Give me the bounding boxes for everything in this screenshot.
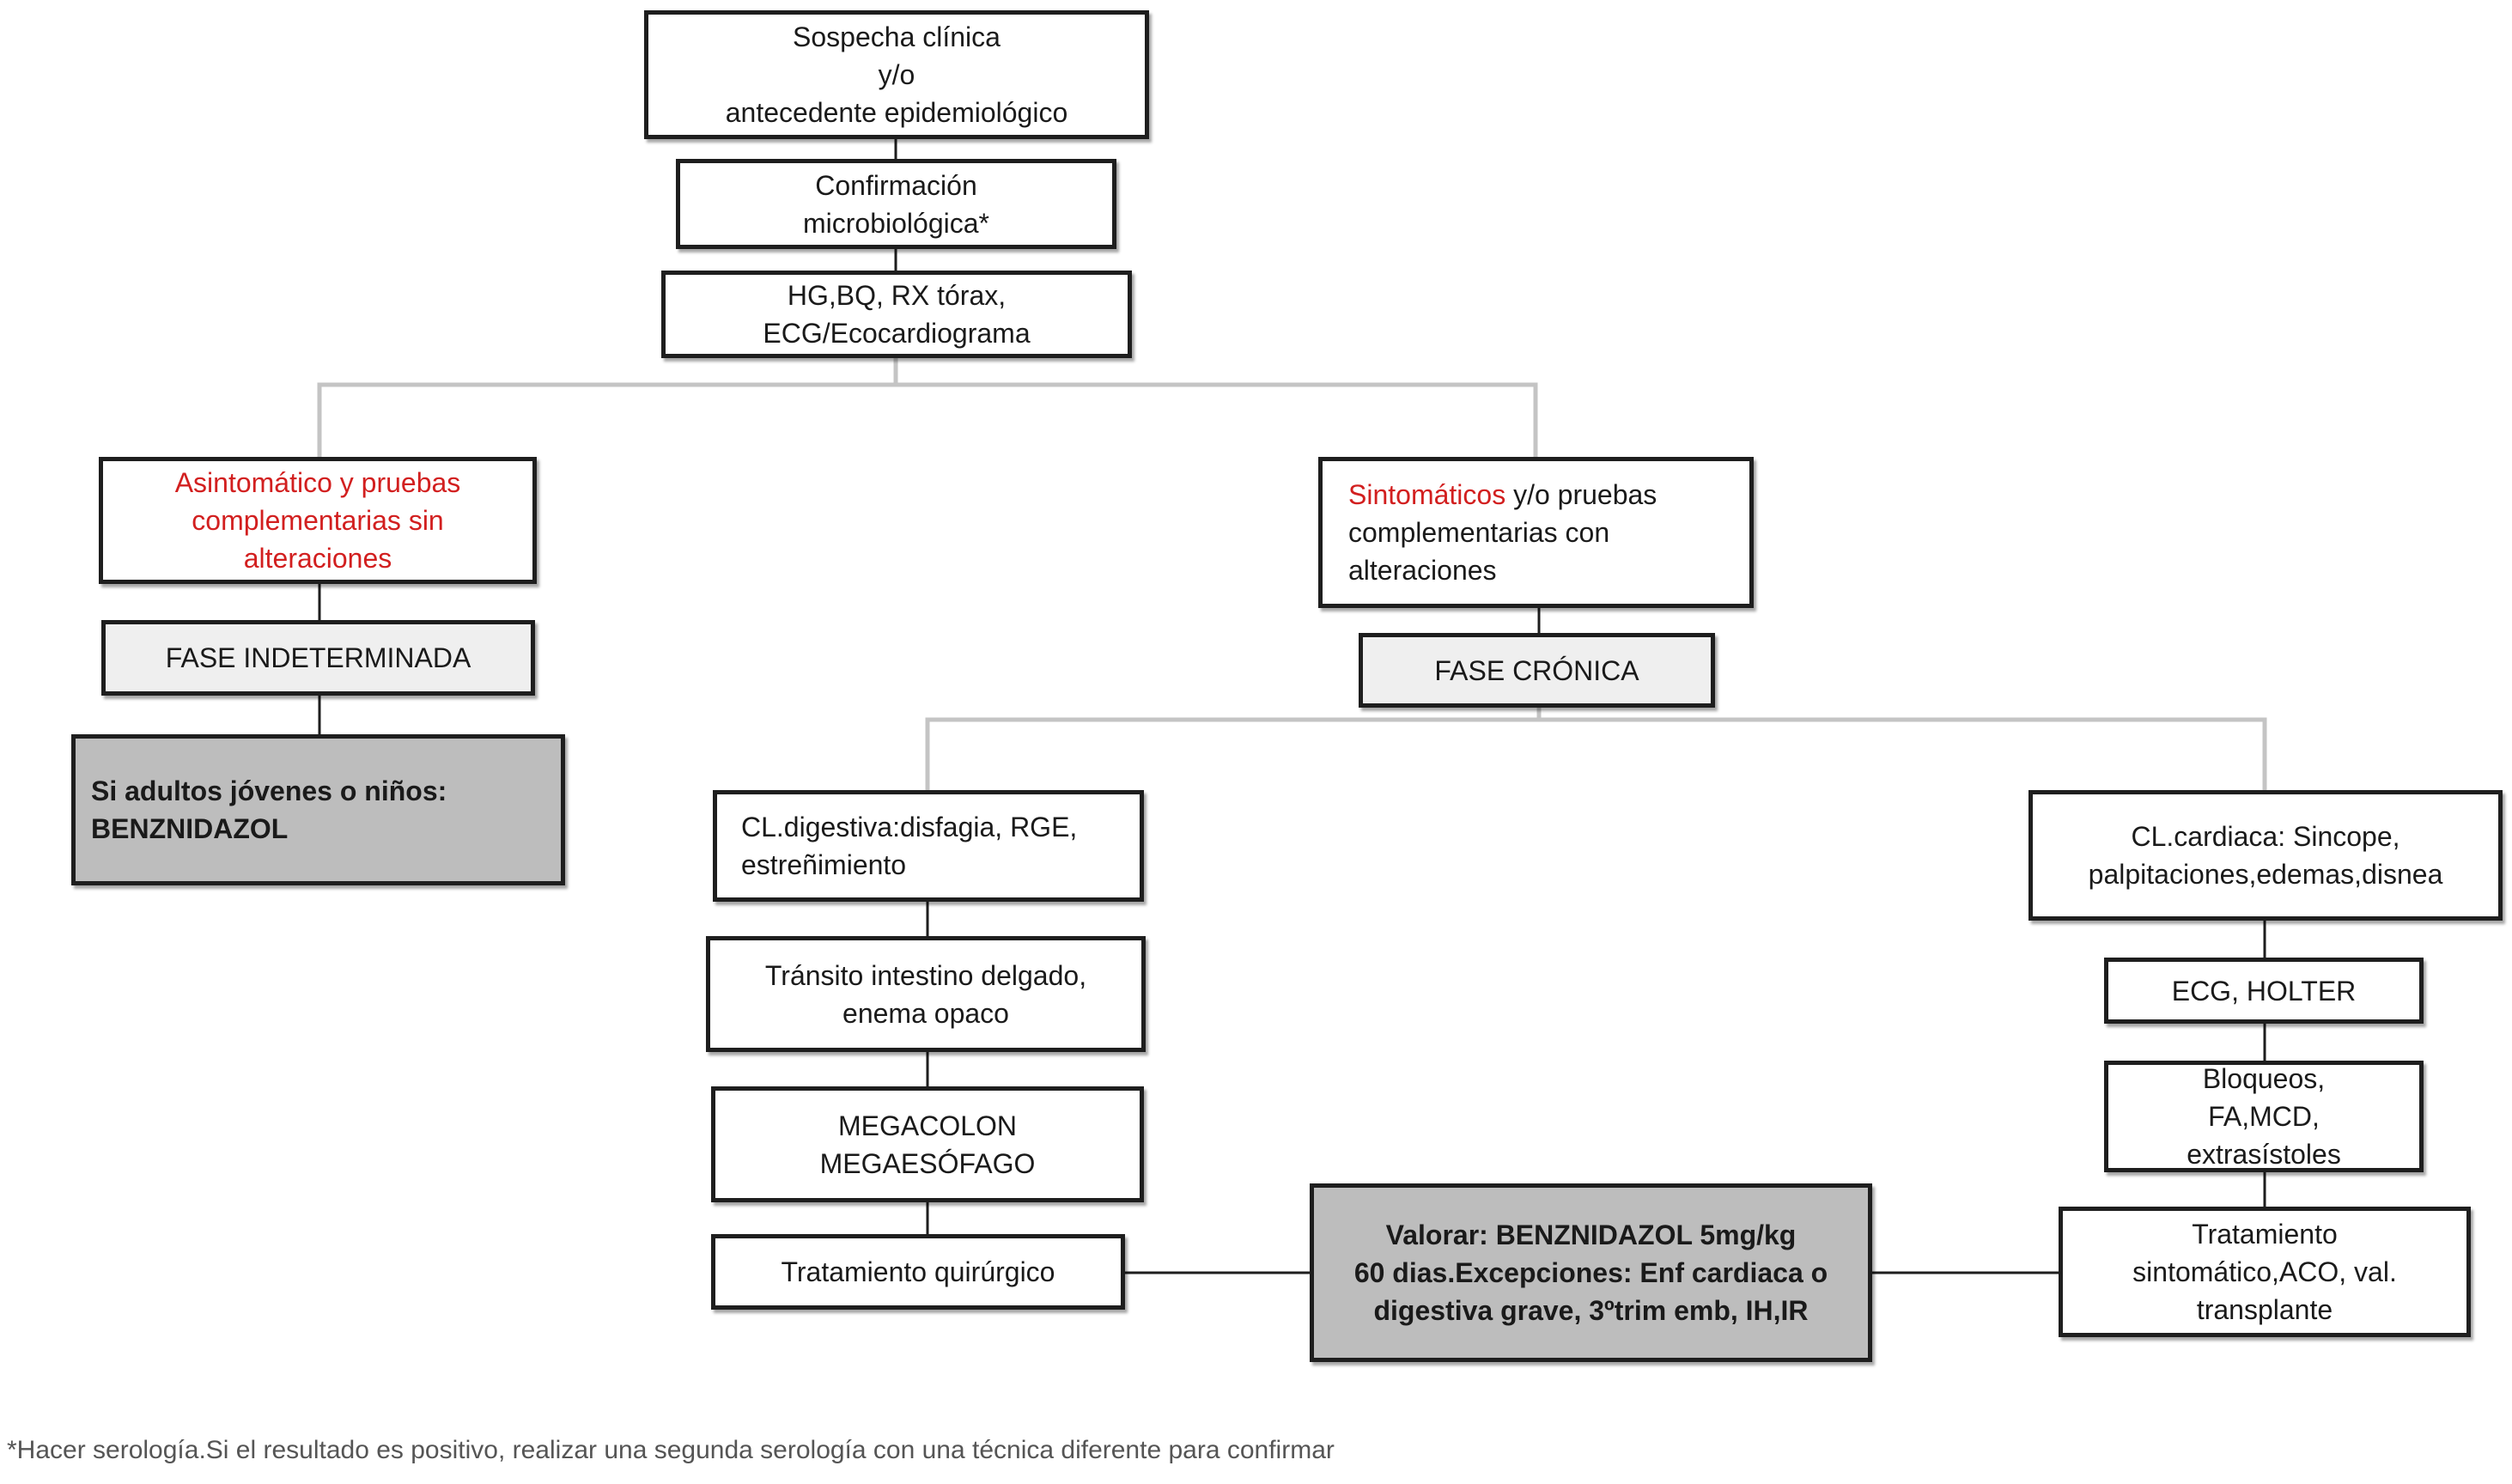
node-tratamiento-quirurgico: Tratamiento quirúrgico — [711, 1234, 1125, 1310]
node-cl-digestiva: CL.digestiva:disfagia, RGE, estreñimient… — [713, 790, 1144, 902]
node-valorar-benznidazol: Valorar: BENZNIDAZOL 5mg/kg 60 dias.Exce… — [1310, 1183, 1872, 1362]
node-pruebas: HG,BQ, RX tórax, ECG/Ecocardiograma — [661, 271, 1132, 358]
node-transito: Tránsito intestino delgado, enema opaco — [706, 936, 1146, 1052]
node-sintomaticos: Sintomáticos y/o pruebas complementarias… — [1318, 457, 1754, 608]
node-ecg-holter: ECG, HOLTER — [2104, 958, 2424, 1024]
node-bloqueos: Bloqueos, FA,MCD, extrasístoles — [2104, 1061, 2424, 1172]
node-cl-cardiaca: CL.cardiaca: Sincope, palpitaciones,edem… — [2028, 790, 2503, 921]
node-confirmacion: Confirmación microbiológica* — [676, 159, 1116, 249]
node-asintomatico: Asintomático y pruebas complementarias s… — [99, 457, 537, 584]
footnote: *Hacer serología.Si el resultado es posi… — [7, 1436, 1335, 1464]
branch-connector — [925, 717, 2267, 790]
node-megacolon: MEGACOLON MEGAESÓFAGO — [711, 1086, 1144, 1202]
node-fase-indeterminada: FASE INDETERMINADA — [101, 620, 535, 696]
node-fase-cronica: FASE CRÓNICA — [1359, 633, 1715, 708]
node-benznidazol-jovenes: Si adultos jóvenes o niños: BENZNIDAZOL — [71, 734, 565, 885]
node-sospecha: Sospecha clínica y/o antecedente epidemi… — [644, 10, 1149, 139]
node-tratamiento-sintomatico: Tratamiento sintomático,ACO, val. transp… — [2059, 1207, 2471, 1337]
branch-connector — [317, 382, 1538, 457]
